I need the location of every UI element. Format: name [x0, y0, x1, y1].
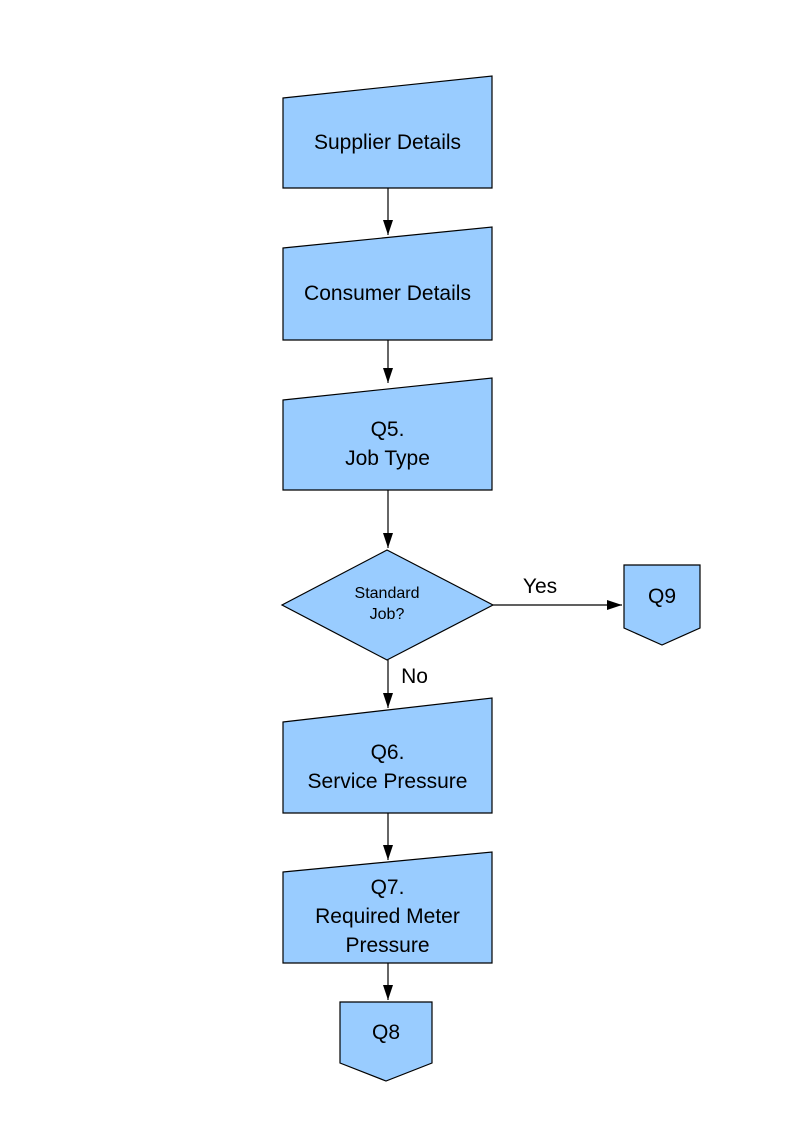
q9-offpage-connector-node [623, 564, 701, 646]
q7-required-meter-pressure-node [282, 851, 493, 964]
q6-service-pressure-node [282, 697, 493, 814]
standard-job-decision-node [280, 549, 495, 661]
consumer-details-node [282, 226, 493, 341]
q5-job-type-node [282, 377, 493, 491]
supplier-details-node [282, 75, 493, 189]
q8-offpage-connector-node [339, 1001, 433, 1082]
